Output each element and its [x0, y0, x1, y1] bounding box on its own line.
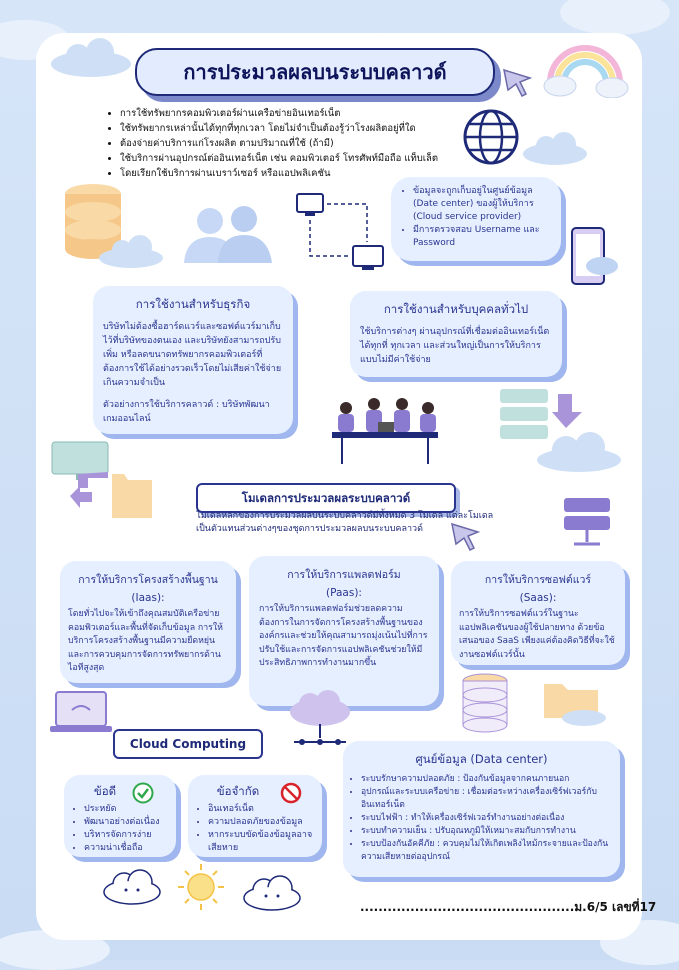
list-item: มีการตรวจสอบ Username และ Password	[413, 224, 553, 250]
smartphone-icon	[571, 227, 618, 285]
model-desc-line: โมเดลหลักของการประมวลผลบนระบบคลาวด์มีทั้…	[196, 511, 494, 521]
business-title: การใช้งานสำหรับธุรกิจ	[135, 297, 251, 311]
cloud-icon	[99, 235, 163, 268]
down-arrow-icon	[552, 394, 582, 428]
iaas-subtitle: (Iaas):	[131, 592, 165, 604]
paas-subtitle: (Paas):	[326, 587, 362, 599]
model-title: โมเดลการประมวลผลระบบคลาวด์	[241, 491, 411, 505]
list-item: ประหยัด	[84, 803, 170, 816]
list-item: อินเทอร์เน็ต	[208, 803, 316, 816]
folder-arrows-icon	[70, 472, 152, 518]
list-item: โดยเรียกใช้บริการผ่านเบราว์เซอร์ หรือแอป…	[120, 166, 480, 181]
check-icon	[132, 782, 154, 804]
list-item: ต้องจ่ายค่าบริการแก่โรงผลิต ตามปริมาณที่…	[120, 136, 480, 151]
team-meeting-illustration	[332, 398, 438, 464]
paas-title: การให้บริการแพลตฟอร์ม	[287, 569, 401, 581]
folder-icon	[544, 684, 606, 726]
model-description: โมเดลหลักของการประมวลผลบนระบบคลาวด์มีทั้…	[196, 510, 536, 536]
list-item: พัฒนาอย่างต่อเนื่อง	[84, 816, 170, 829]
business-example: ตัวอย่างการใช้บริการคลาวด์ : บริษัทพัฒนา…	[103, 400, 270, 424]
model-title-box: โมเดลการประมวลผลระบบคลาวด์	[196, 483, 456, 513]
datacenter-title: ศูนย์ข้อมูล (Data center)	[415, 752, 548, 766]
list-item: ข้อมูลจะถูกเก็บอยู่ในศูนย์ข้อมูล (Date c…	[413, 185, 553, 224]
datacenter-note-card: ข้อมูลจะถูกเก็บอยู่ในศูนย์ข้อมูล (Date c…	[391, 177, 561, 261]
cursor-arrow-icon	[503, 68, 533, 98]
cursor-arrow-icon	[451, 522, 481, 552]
model-desc-line: เป็นตัวแทนส่วนต่างๆของชุดการประมวลผลบนระ…	[196, 524, 423, 534]
datacenter-card: ศูนย์ข้อมูล (Data center) ระบบรักษาความป…	[343, 741, 620, 877]
cons-title: ข้อจำกัด	[216, 784, 260, 798]
cloud-computing-label: Cloud Computing	[129, 737, 247, 751]
business-card: การใช้งานสำหรับธุรกิจ บริษัทไม่ต้องซื้อฮ…	[93, 286, 293, 434]
prohibited-icon	[280, 782, 302, 804]
pros-card: ข้อดี ประหยัด พัฒนาอย่างต่อเนื่อง บริหาร…	[64, 775, 176, 857]
network-computers-icon	[296, 193, 384, 270]
sun-icon	[178, 864, 224, 910]
smiling-cloud-icon	[243, 875, 301, 911]
list-item: ระบบไฟฟ้า : ทำให้เครื่องเซิร์ฟเวอร์ทำงาน…	[361, 812, 612, 825]
list-item: ระบบทำความเย็น : ปรับอุณหภูมิให้เหมาะสมก…	[361, 825, 612, 838]
cloud-computing-box: Cloud Computing	[113, 729, 263, 759]
list-item: ระบบป้องกันอัคคีภัย : ควบคุมไม่ให้เกิดเพ…	[361, 838, 612, 864]
smiling-cloud-icon	[103, 869, 161, 905]
page-title: การประมวลผลบนระบบคลาวด์	[183, 60, 447, 84]
server-icon	[500, 389, 548, 439]
list-item: ระบบรักษาความปลอดภัย : ป้องกันข้อมูลจากค…	[361, 773, 612, 786]
rainbow-icon	[543, 45, 629, 98]
database-icon	[462, 673, 508, 733]
title-banner: การประมวลผลบนระบบคลาวด์	[135, 48, 501, 102]
business-body: บริษัทไม่ต้องซื้อฮาร์ดแวร์และซอฟต์แวร์มา…	[103, 322, 282, 388]
personal-title: การใช้งานสำหรับบุคคลทั่วไป	[383, 302, 529, 316]
cloud-icon	[523, 132, 587, 165]
iaas-body: โดยทั่วไปจะให้เข้าถึงคุณสมบัติเครือข่ายค…	[68, 609, 223, 673]
personal-body: ใช้บริการต่างๆ ผ่านอุปกรณ์ที่เชื่อมต่ออิ…	[360, 327, 550, 365]
list-item: ความน่าเชื่อถือ	[84, 842, 170, 855]
globe-icon	[463, 109, 519, 165]
list-item: ใช้ทรัพยากรเหล่านั้นได้ทุกที่ทุกเวลา โดย…	[120, 121, 480, 136]
cloud-icon	[537, 432, 621, 472]
database-icon	[65, 184, 121, 259]
list-item: การใช้ทรัพยากรคอมพิวเตอร์ผ่านเครือข่ายอิ…	[120, 106, 480, 121]
intro-list: การใช้ทรัพยากรคอมพิวเตอร์ผ่านเครือข่ายอิ…	[104, 106, 480, 181]
list-item: ความปลอดภัยของข้อมูล	[208, 816, 316, 829]
laptop-icon	[50, 691, 112, 732]
list-item: หากระบบขัดข้องข้อมูลอาจเสียหาย	[208, 829, 316, 855]
server-icon	[564, 498, 610, 546]
cloud-icon	[51, 38, 131, 77]
personal-card: การใช้งานสำหรับบุคคลทั่วไป ใช้บริการต่าง…	[350, 291, 562, 377]
saas-subtitle: (Saas):	[519, 592, 557, 604]
list-item: ใช้บริการผ่านอุปกรณ์ต่ออินเทอร์เน็ต เช่น…	[120, 151, 480, 166]
iaas-title: การให้บริการโครงสร้างพื้นฐาน	[78, 574, 218, 586]
saas-title: การให้บริการซอฟต์แวร์	[484, 574, 592, 586]
iaas-card: การให้บริการโครงสร้างพื้นฐาน (Iaas): โดย…	[60, 561, 236, 683]
bg-cloud	[560, 0, 670, 35]
cloud-network-icon	[290, 690, 350, 745]
paas-card: การให้บริการแพลตฟอร์ม (Paas): การให้บริก…	[249, 556, 439, 706]
list-item: บริหารจัดการง่าย	[84, 829, 170, 842]
users-icon	[184, 206, 272, 263]
pros-title: ข้อดี	[93, 784, 117, 798]
saas-body: การให้บริการซอฟต์แวร์ในฐานะแอปพลิเคชันขอ…	[459, 609, 615, 660]
footer-signature: ........................................…	[360, 900, 657, 914]
saas-card: การให้บริการซอฟต์แวร์ (Saas): การให้บริก…	[451, 561, 625, 665]
list-item: อุปกรณ์และระบบเครือข่าย : เชื่อมต่อระหว่…	[361, 786, 612, 812]
paas-body: การให้บริการแพลตฟอร์มช่วยลดความต้องการใน…	[259, 604, 428, 668]
